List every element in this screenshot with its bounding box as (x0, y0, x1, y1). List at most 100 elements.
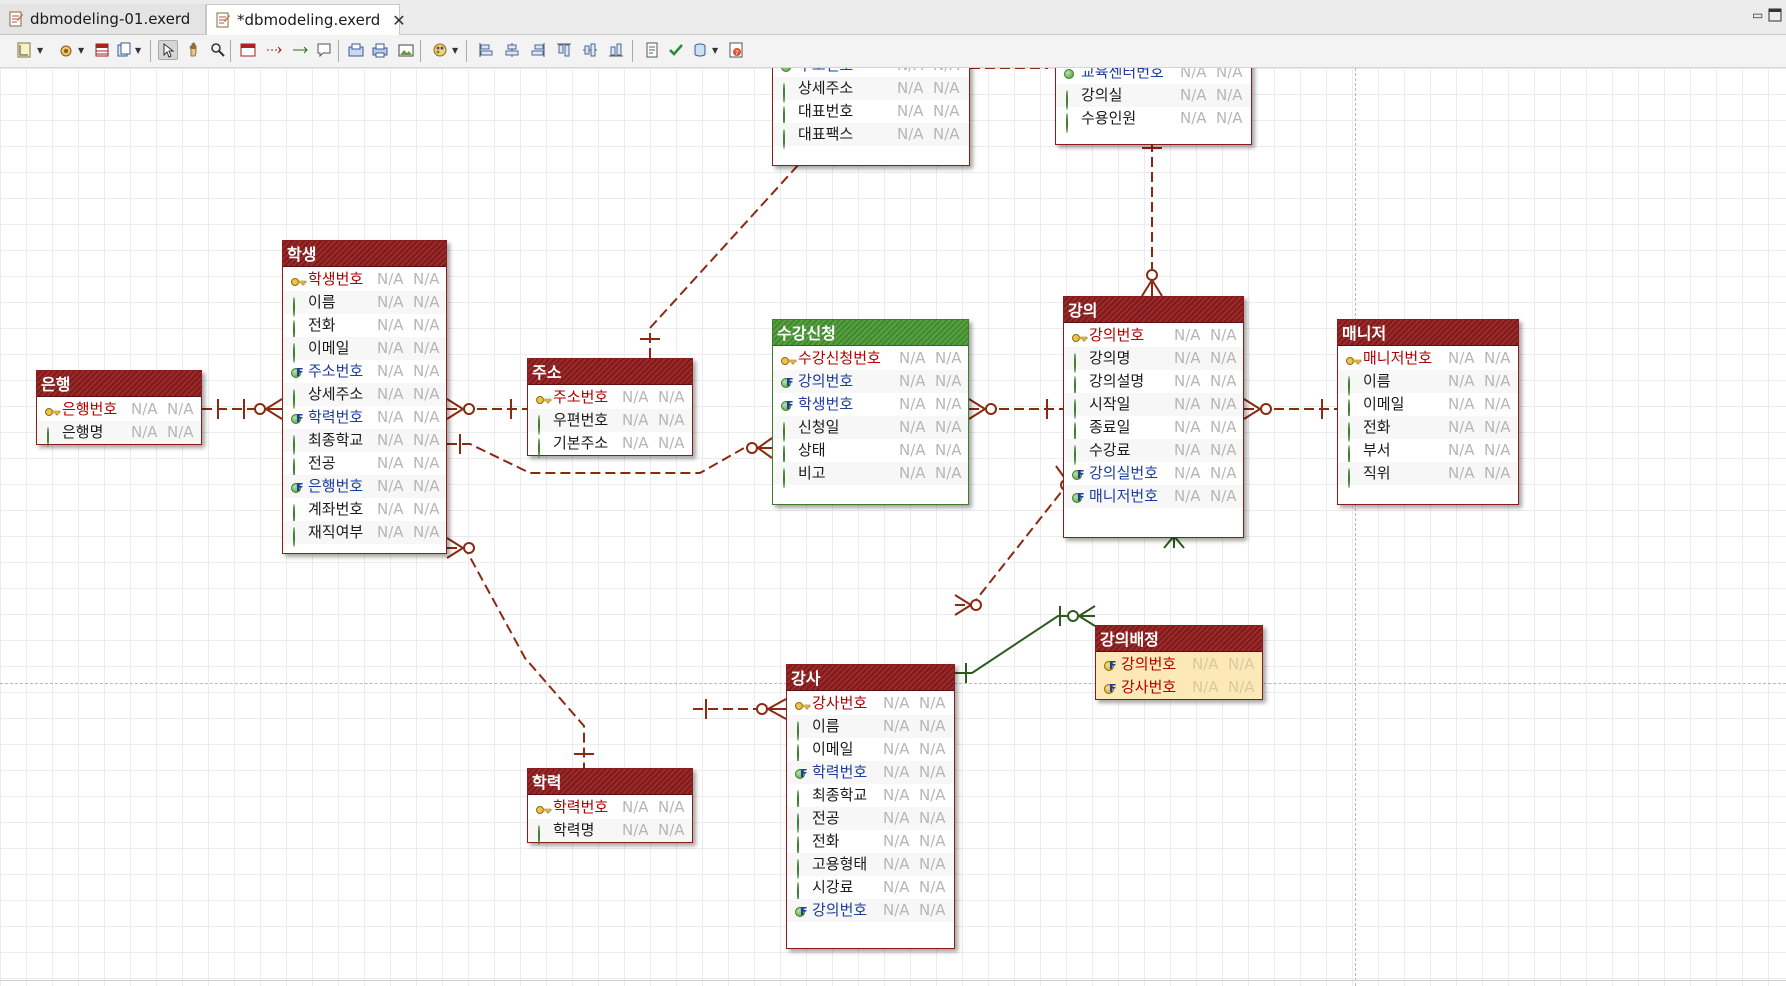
palette-icon[interactable] (430, 40, 450, 60)
copy-icon[interactable] (114, 40, 134, 60)
chevron-down-icon[interactable]: ▼ (78, 46, 85, 55)
close-icon[interactable]: ✕ (392, 10, 406, 30)
non-identifying-relation-icon[interactable] (264, 40, 284, 60)
report-icon[interactable] (642, 40, 662, 60)
chevron-down-icon[interactable]: ▼ (452, 46, 459, 55)
entity-icon[interactable] (238, 40, 258, 60)
minimize-icon[interactable]: ▭ (1752, 8, 1764, 22)
forward-engineer-icon[interactable] (690, 40, 710, 60)
chevron-down-icon[interactable]: ▼ (712, 46, 719, 55)
note-icon[interactable] (314, 40, 334, 60)
validate-check-icon[interactable] (666, 40, 686, 60)
chevron-down-icon[interactable]: ▼ (135, 46, 142, 55)
table-icon[interactable] (92, 40, 112, 60)
chevron-down-icon[interactable]: ▼ (37, 46, 44, 55)
zoom-icon[interactable] (208, 40, 228, 60)
align-bottom-icon[interactable] (606, 40, 626, 60)
tab-dbmodeling-01[interactable]: dbmodeling-01.exerd (0, 4, 206, 34)
maximize-icon[interactable] (1768, 8, 1782, 22)
layer-icon[interactable] (14, 40, 34, 60)
identifying-relation-icon[interactable] (290, 40, 310, 60)
import-icon[interactable] (346, 40, 366, 60)
tab-dbmodeling[interactable]: *dbmodeling.exerd ✕ (206, 4, 406, 35)
hand-icon[interactable] (184, 40, 204, 60)
image-export-icon[interactable] (396, 40, 416, 60)
align-middle-icon[interactable] (580, 40, 600, 60)
align-right-icon[interactable] (528, 40, 548, 60)
print-icon[interactable] (370, 40, 390, 60)
align-left-icon[interactable] (476, 40, 496, 60)
target-icon[interactable] (56, 40, 76, 60)
select-pointer-icon[interactable] (158, 40, 178, 60)
align-top-icon[interactable] (554, 40, 574, 60)
